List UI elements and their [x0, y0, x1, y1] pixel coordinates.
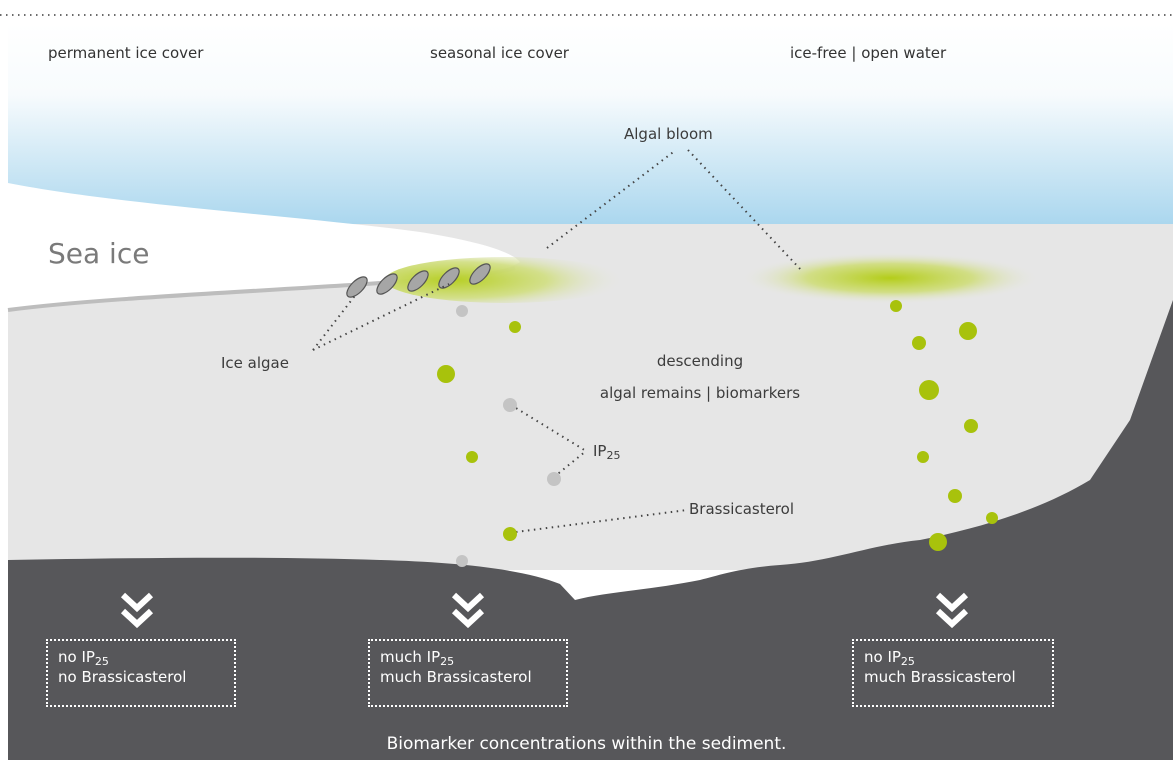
sediment-box-open-water: no IP25 much Brassicasterol — [852, 639, 1054, 707]
leader-ice-algae-2 — [312, 283, 450, 351]
brassicasterol-particle — [509, 321, 521, 333]
zone-label-open-water: ice-free | open water — [790, 44, 947, 62]
algal-bloom-seasonal — [385, 257, 625, 303]
ice-algae-cell — [376, 273, 398, 295]
brassicasterol-particle — [503, 527, 517, 541]
sea-ice-label: Sea ice — [48, 237, 150, 270]
brassicasterol-particle — [466, 451, 478, 463]
leader-ice-algae-1 — [312, 292, 358, 351]
ip25-label-text: IP — [593, 442, 607, 460]
ice-algae-cell — [346, 276, 368, 298]
descending-label-line2: algal remains | biomarkers — [599, 384, 801, 402]
chevron-down-icon — [935, 592, 969, 629]
brassicasterol-particle — [929, 533, 947, 551]
sediment-box-line2: no Brassicasterol — [58, 668, 187, 686]
descending-label-line1: descending — [656, 352, 744, 370]
chevron-down-icon — [451, 592, 485, 629]
zone-label-permanent: permanent ice cover — [48, 44, 204, 62]
sediment-box-line1: no IP25 — [58, 648, 109, 668]
brassicasterol-particle — [437, 365, 455, 383]
ip25-particle — [547, 472, 561, 486]
atmosphere — [8, 24, 1173, 227]
ice-algae-cell — [438, 267, 460, 289]
ice-algae-label: Ice algae — [221, 354, 289, 372]
sediment-box-line2: much Brassicasterol — [864, 668, 1016, 686]
sediment-box-line1: no IP25 — [864, 648, 915, 668]
zone-label-seasonal: seasonal ice cover — [430, 44, 569, 62]
ip25-particle — [456, 305, 468, 317]
brassicasterol-particle — [919, 380, 939, 400]
algal-bloom-label: Algal bloom — [624, 125, 713, 143]
brassicasterol-particle — [948, 489, 962, 503]
brassicasterol-particle — [986, 512, 998, 524]
ice-algae-cells — [346, 263, 491, 298]
ip25-label: IP25 — [593, 442, 621, 462]
leader-ip25-lower — [553, 450, 587, 478]
ip25-particle — [503, 398, 517, 412]
sediment-box-line2: much Brassicasterol — [380, 668, 532, 686]
ice-algae-cell — [407, 270, 429, 292]
sediment-box-line1: much IP25 — [380, 648, 455, 668]
brassicasterol-particle — [912, 336, 926, 350]
ice-algae-cell — [469, 263, 491, 285]
leader-ip25-upper — [510, 404, 587, 452]
green-particles — [437, 300, 998, 551]
down-chevrons — [120, 592, 969, 629]
sediment-box-seasonal: much IP25 much Brassicasterol — [368, 639, 568, 707]
sediment-caption: Biomarker concentrations within the sedi… — [386, 734, 787, 754]
brassicasterol-particle — [964, 419, 978, 433]
sediment — [8, 300, 1173, 760]
algal-bloom-open-water — [740, 252, 1040, 304]
grey-particles — [456, 305, 561, 567]
brassicasterol-particle — [917, 451, 929, 463]
brassicasterol-particle — [890, 300, 902, 312]
chevron-down-icon — [120, 592, 154, 629]
sediment-box-permanent: no IP25 no Brassicasterol — [46, 639, 236, 707]
ip25-particle — [456, 555, 468, 567]
brassicasterol-particle — [959, 322, 977, 340]
ip25-label-subscript: 25 — [606, 449, 621, 462]
leader-lines — [312, 149, 804, 533]
brassicasterol-label: Brassicasterol — [689, 500, 794, 518]
